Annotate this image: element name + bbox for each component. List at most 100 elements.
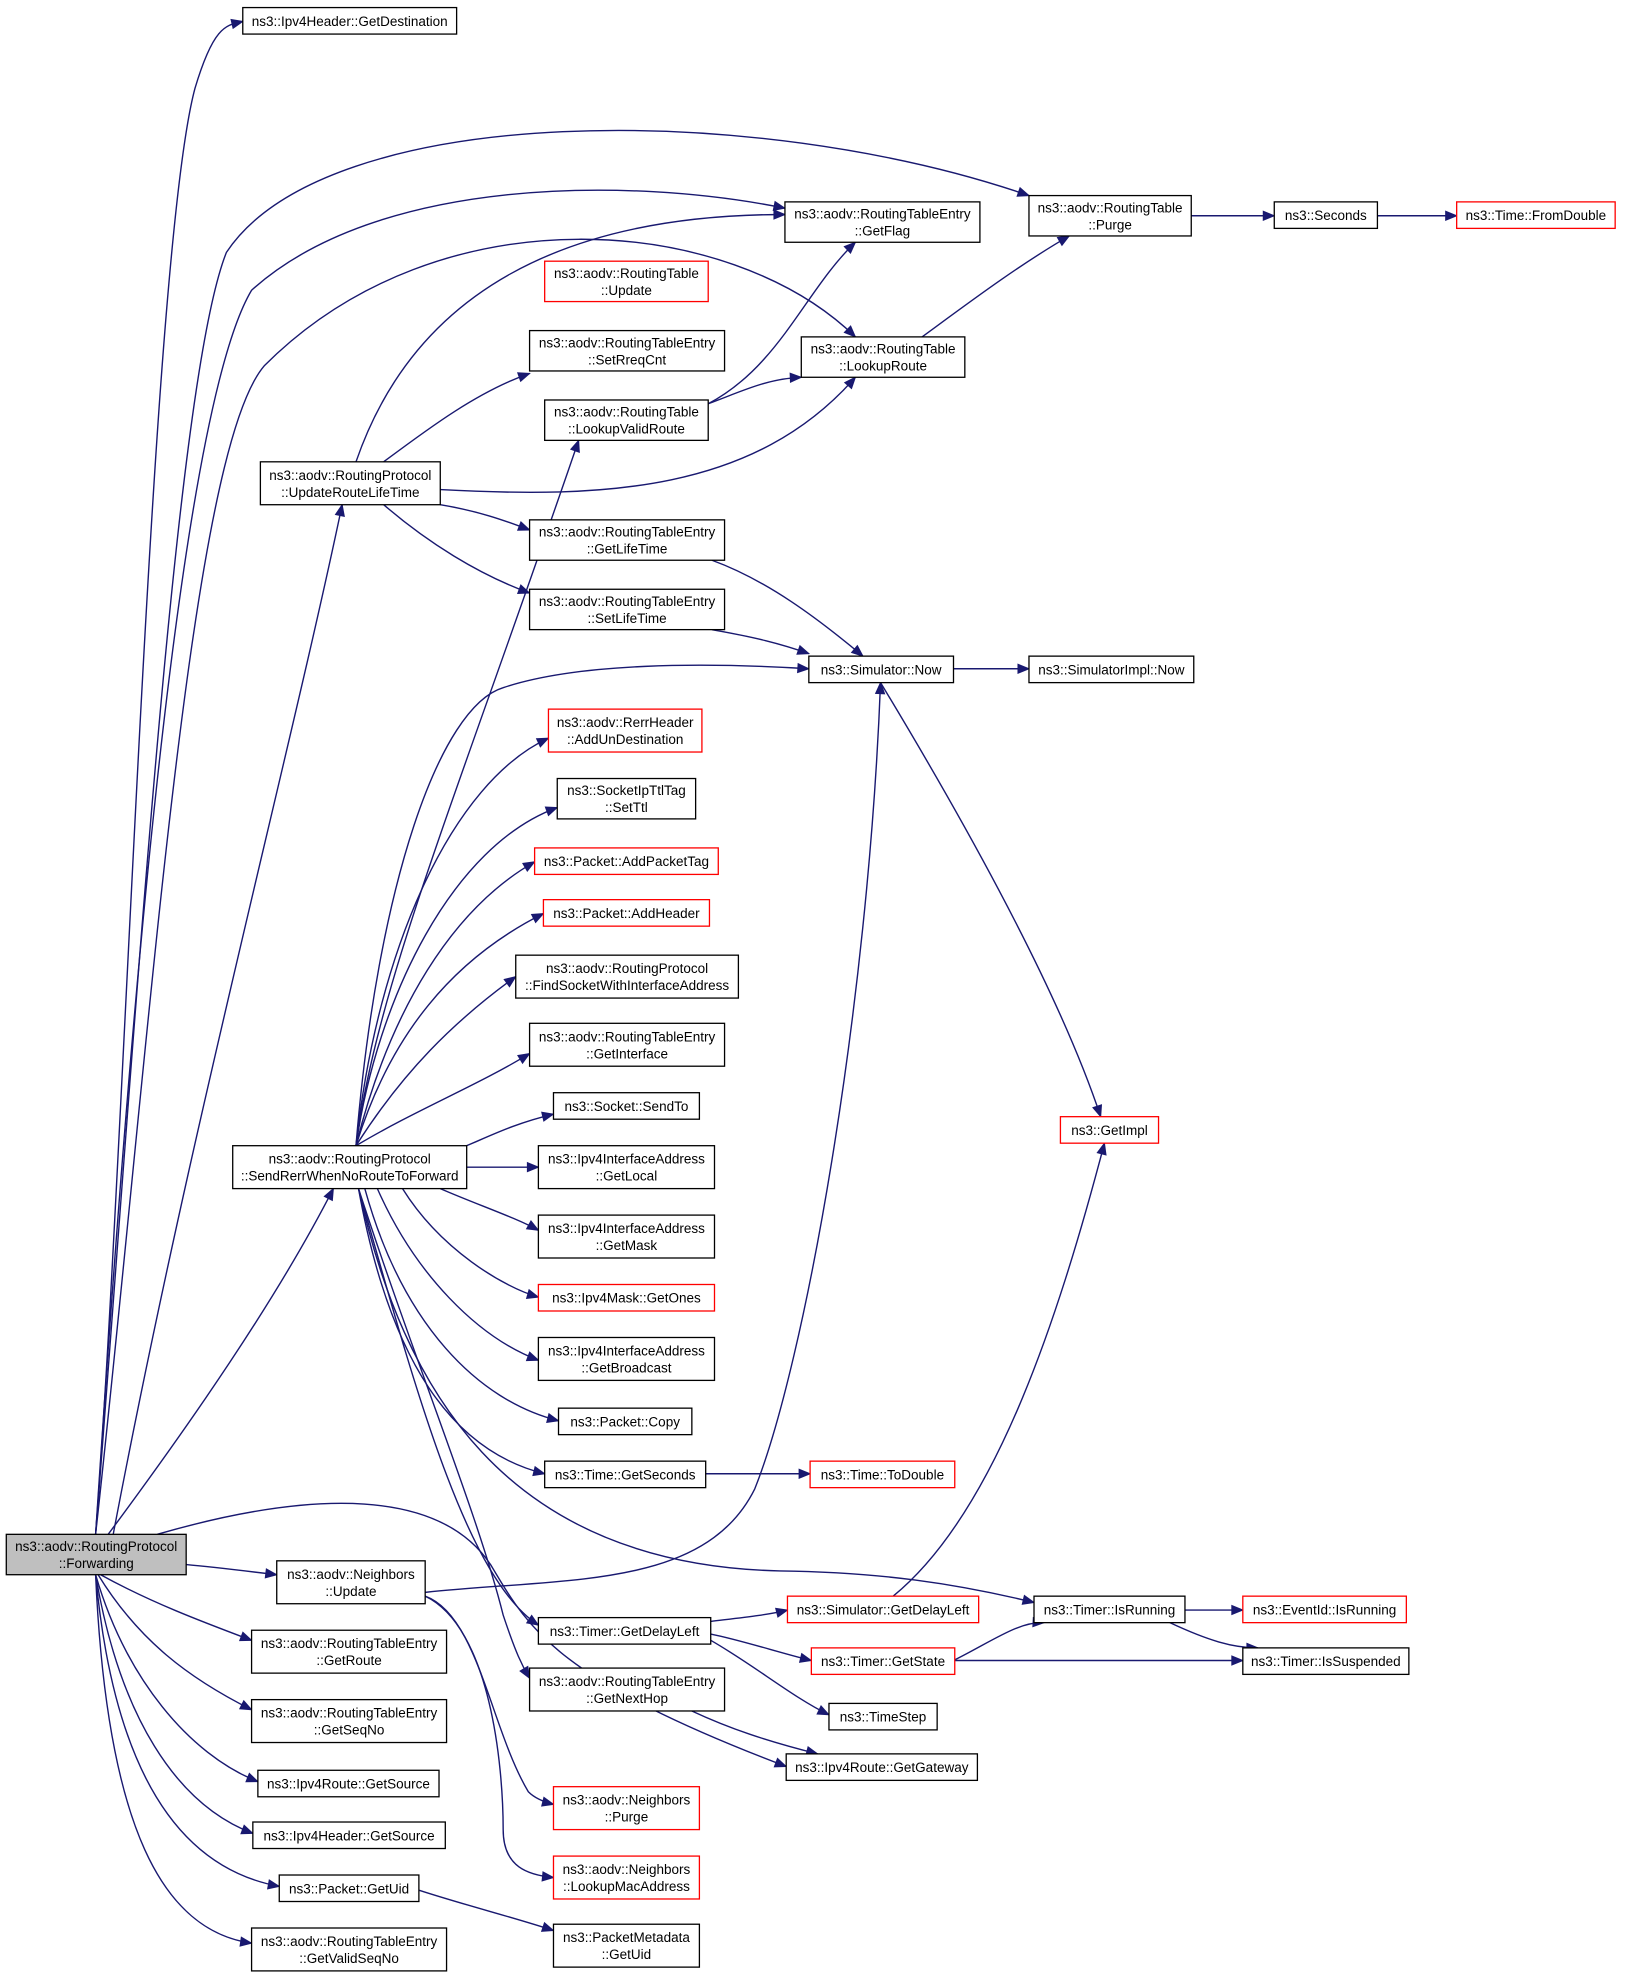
e-fwd-nbupdate-arrowhead — [264, 1568, 279, 1579]
node-seconds[interactable]: ns3::Seconds — [1273, 201, 1379, 230]
node-ipv4ifaddr-getbroadcast[interactable]: ns3::Ipv4InterfaceAddress::GetBroadcast — [537, 1336, 716, 1382]
node-ipv4header-getdestination[interactable]: ns3::Ipv4Header::GetDestination — [242, 6, 458, 35]
node-box — [547, 708, 703, 753]
e-getseconds-todouble — [705, 1468, 812, 1480]
e-lvr-getflag-line — [707, 241, 856, 405]
node-rtable-purge[interactable]: ns3::aodv::RoutingTable::Purge — [1028, 194, 1192, 237]
node-rtentry-getnexthop[interactable]: ns3::aodv::RoutingTableEntry::GetNextHop — [528, 1667, 726, 1712]
e-isrunning-issuspended-line — [1169, 1622, 1258, 1649]
node-findsocketwithinterfaceaddress[interactable]: ns3::aodv::RoutingProtocol::FindSocketWi… — [515, 954, 740, 999]
e-fwd-ipv4routesrc — [94, 1574, 260, 1783]
e-gdl-simgetdelayleft — [710, 1607, 789, 1623]
node-box — [544, 399, 709, 442]
node-updateroutelifetime[interactable]: ns3::aodv::RoutingProtocol::UpdateRouteL… — [259, 461, 441, 506]
node-rtable-lookupvalidroute[interactable]: ns3::aodv::RoutingTable::LookupValidRout… — [544, 399, 709, 442]
e-fwd-ipv4hdrsrc — [94, 1574, 255, 1835]
node-label: ns3::aodv::RoutingProtocol — [15, 1539, 177, 1554]
node-box — [537, 1336, 716, 1382]
e-srwnr-getbroadcast-arrowhead — [525, 1351, 540, 1362]
e-simgdl-getimpl-arrowhead — [1096, 1141, 1107, 1156]
node-packetmetadata-getuid[interactable]: ns3::PacketMetadata::GetUid — [552, 1923, 701, 1968]
e-srwnr-setttl-arrowhead — [544, 806, 559, 817]
e-lvr-lookuproute-arrowhead — [789, 372, 803, 383]
node-neighbors-purge[interactable]: ns3::aodv::Neighbors::Purge — [552, 1786, 701, 1831]
e-getuid-pmgetuid-arrowhead — [540, 1921, 555, 1932]
e-srwnr-timerisrunning — [357, 1188, 1036, 1605]
e-fwd-getuid-line — [94, 1574, 280, 1888]
e-urlt-setrreqcnt-arrowhead — [517, 372, 531, 383]
node-neighbors-update[interactable]: ns3::aodv::Neighbors::Update — [276, 1560, 426, 1605]
node-simulator-now[interactable]: ns3::Simulator::Now — [808, 655, 955, 684]
e-fwd-getroute-arrowhead — [238, 1631, 253, 1642]
e-srwnr-getbroadcast-line — [376, 1188, 539, 1361]
node-ipv4ifaddr-getlocal[interactable]: ns3::Ipv4InterfaceAddress::GetLocal — [537, 1145, 716, 1190]
node-packet-addpackettag[interactable]: ns3::Packet::AddPacketTag — [533, 847, 719, 876]
node-ipv4header-getsource[interactable]: ns3::Ipv4Header::GetSource — [252, 1821, 446, 1850]
node-ipv4mask-getones[interactable]: ns3::Ipv4Mask::GetOnes — [537, 1283, 716, 1312]
e-nexthop-getgateway-line — [691, 1710, 818, 1755]
node-simulator-getdelayleft[interactable]: ns3::Simulator::GetDelayLeft — [786, 1595, 980, 1624]
e-srwnr-addheader-arrowhead — [530, 912, 545, 924]
e-fwd-getuid-arrowhead — [266, 1879, 281, 1890]
node-socketipttltag-setttl[interactable]: ns3::SocketIpTtlTag::SetTtl — [556, 777, 697, 820]
node-neighbors-lookupmacaddress[interactable]: ns3::aodv::Neighbors::LookupMacAddress — [552, 1855, 701, 1900]
node-rtentry-getlifetime[interactable]: ns3::aodv::RoutingTableEntry::GetLifeTim… — [528, 519, 726, 561]
node-label: ns3::Ipv4Route::GetSource — [267, 1777, 430, 1792]
node-socket-sendto[interactable]: ns3::Socket::SendTo — [552, 1092, 701, 1120]
node-packet-addheader[interactable]: ns3::Packet::AddHeader — [542, 899, 711, 927]
e-srwnr-getinterface — [355, 1052, 531, 1147]
node-box — [537, 1145, 716, 1190]
node-rtentry-getflag[interactable]: ns3::aodv::RoutingTableEntry::GetFlag — [784, 201, 981, 243]
node-timer-isrunning[interactable]: ns3::Timer::IsRunning — [1033, 1595, 1186, 1624]
node-rtentry-getseqno[interactable]: ns3::aodv::RoutingTableEntry::GetSeqNo — [250, 1698, 448, 1744]
node-getimpl[interactable]: ns3::GetImpl — [1059, 1116, 1160, 1144]
node-time-getseconds[interactable]: ns3::Time::GetSeconds — [544, 1460, 707, 1489]
node-sendrerrwhennoroutetoforward[interactable]: ns3::aodv::RoutingProtocol::SendRerrWhen… — [232, 1145, 468, 1190]
node-box — [1242, 1595, 1407, 1624]
node-rtentry-getroute[interactable]: ns3::aodv::RoutingTableEntry::GetRoute — [250, 1629, 448, 1674]
node-box — [259, 461, 441, 506]
node-eventid-isrunning[interactable]: ns3::EventId::IsRunning — [1242, 1595, 1407, 1624]
node-label: ns3::Timer::IsSuspended — [1251, 1654, 1401, 1669]
node-label: ::SendRerrWhenNoRouteToForward — [241, 1169, 459, 1184]
node-rerrheader-addundestination[interactable]: ns3::aodv::RerrHeader::AddUnDestination — [547, 708, 703, 753]
node-label: ns3::aodv::RoutingTable — [811, 342, 956, 357]
e-urlt-setrreqcnt-line — [383, 372, 530, 463]
node-packet-getuid[interactable]: ns3::Packet::GetUid — [278, 1874, 420, 1903]
e-lookuproute-purge — [921, 235, 1071, 338]
e-fwd-ipv4routesrc-line — [94, 1574, 259, 1783]
node-rtentry-setrreqcnt[interactable]: ns3::aodv::RoutingTableEntry::SetRreqCnt — [528, 329, 726, 372]
node-timer-issuspended[interactable]: ns3::Timer::IsSuspended — [1242, 1647, 1410, 1676]
node-simulatorimpl-now[interactable]: ns3::SimulatorImpl::Now — [1028, 655, 1195, 684]
e-srwnr-sendto — [466, 1111, 555, 1147]
node-ipv4ifaddr-getmask[interactable]: ns3::Ipv4InterfaceAddress::GetMask — [537, 1214, 716, 1259]
e-lvr-getflag — [707, 241, 857, 405]
node-rtentry-setlifetime[interactable]: ns3::aodv::RoutingTableEntry::SetLifeTim… — [528, 588, 726, 631]
node-box — [1242, 1647, 1410, 1676]
e-fwd-purge — [94, 129, 1031, 1535]
node-timestep[interactable]: ns3::TimeStep — [828, 1702, 938, 1731]
node-rtable-lookuproute[interactable]: ns3::aodv::RoutingTable::LookupRoute — [800, 336, 966, 378]
node-timer-getstate[interactable]: ns3::Timer::GetState — [810, 1647, 956, 1676]
node-box — [1028, 194, 1192, 237]
node-rtentry-getvalidseqno[interactable]: ns3::aodv::RoutingTableEntry::GetValidSe… — [250, 1927, 448, 1972]
e-srwnr-addheader-line — [355, 912, 544, 1146]
node-forwarding[interactable]: ns3::aodv::RoutingProtocol::Forwarding — [5, 1533, 187, 1576]
node-label: ::UpdateRouteLifeTime — [281, 485, 419, 500]
node-packet-copy[interactable]: ns3::Packet::Copy — [557, 1407, 693, 1436]
node-time-todouble[interactable]: ns3::Time::ToDouble — [809, 1460, 956, 1489]
node-label: ns3::Ipv4InterfaceAddress — [548, 1343, 705, 1358]
node-time-fromdouble[interactable]: ns3::Time::FromDouble — [1456, 201, 1616, 230]
e-fwd-nbupdate — [186, 1563, 279, 1579]
e-getstate-issuspended — [954, 1655, 1245, 1666]
node-box — [257, 1769, 440, 1798]
node-rtable-update[interactable]: ns3::aodv::RoutingTable::Update — [544, 260, 709, 303]
node-box — [557, 1407, 693, 1436]
node-ipv4route-getsource[interactable]: ns3::Ipv4Route::GetSource — [257, 1769, 440, 1798]
node-rtentry-getinterface[interactable]: ns3::aodv::RoutingTableEntry::GetInterfa… — [528, 1022, 726, 1067]
node-label: ns3::aodv::Neighbors — [563, 1793, 691, 1808]
node-ipv4route-getgateway[interactable]: ns3::Ipv4Route::GetGateway — [785, 1753, 979, 1782]
e-srwnr-getseconds-arrowhead — [532, 1465, 546, 1477]
node-label: ns3::aodv::RoutingTableEntry — [539, 335, 716, 350]
node-timer-getdelayleft[interactable]: ns3::Timer::GetDelayLeft — [537, 1616, 712, 1645]
